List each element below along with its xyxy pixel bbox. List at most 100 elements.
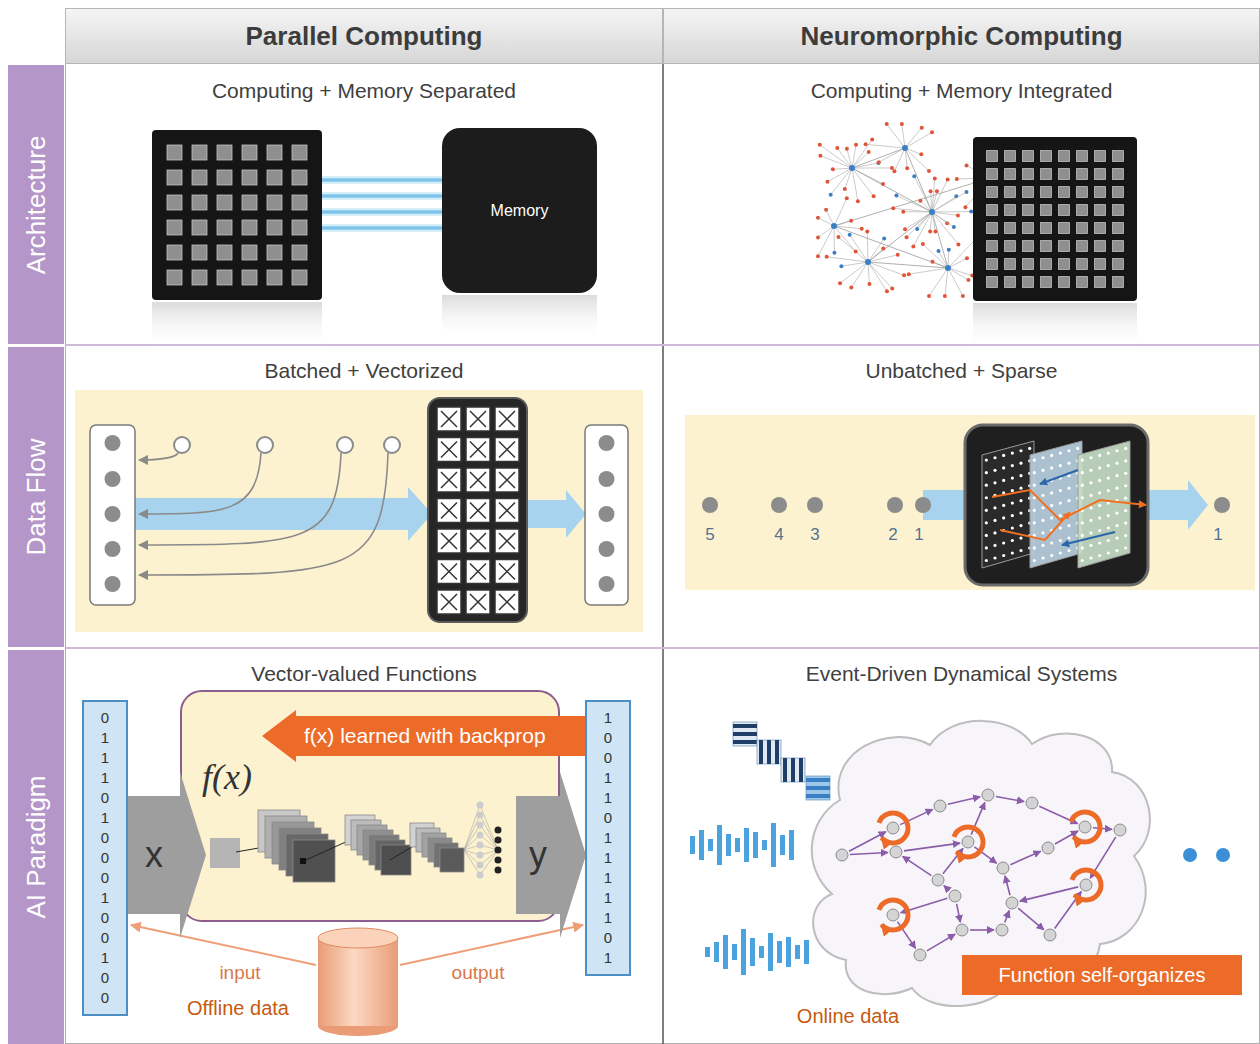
network-dot — [890, 286, 894, 290]
network-dot — [894, 193, 898, 197]
network-spoke — [867, 232, 869, 262]
network-dot — [818, 154, 822, 158]
neuron-dot — [993, 519, 996, 522]
neuron-dot — [1124, 497, 1127, 500]
flow-arrow — [526, 490, 586, 538]
network-spoke — [894, 148, 905, 171]
network-dot — [963, 205, 967, 209]
output-unit — [495, 867, 502, 874]
chip-core — [1041, 205, 1052, 216]
event-sample — [915, 497, 931, 513]
output-unit — [495, 827, 502, 834]
self-loop — [879, 900, 908, 930]
network-spoke — [887, 124, 905, 148]
network-dot — [927, 294, 931, 298]
network-spoke — [905, 132, 932, 148]
neuron-dot — [985, 546, 988, 549]
backprop-arrow-body — [262, 710, 585, 762]
network-spoke — [905, 148, 907, 168]
network-dot — [845, 147, 849, 151]
neuron-dot — [1115, 487, 1118, 490]
chip-core — [1041, 259, 1052, 270]
chip-core — [1023, 259, 1034, 270]
neuron-dot — [1067, 449, 1070, 452]
neuron-dot — [1081, 459, 1084, 462]
network-dot — [854, 250, 858, 254]
network-dot — [927, 169, 931, 173]
flow-arrow — [1140, 480, 1208, 530]
batch-arrow — [139, 453, 341, 545]
audio-waveform — [804, 940, 809, 964]
feature-map — [381, 845, 411, 875]
memory-bus — [322, 194, 444, 198]
neuron-dot — [993, 481, 996, 484]
self-loop — [954, 827, 983, 857]
network-spoke — [905, 212, 932, 229]
network-dot — [870, 137, 874, 141]
binary-digits: 1 0 0 1 1 0 1 1 1 1 1 0 1 — [603, 708, 614, 968]
dense-unit — [477, 832, 484, 839]
database-body — [318, 938, 398, 1026]
network-dot — [890, 166, 894, 170]
multiplier-cross — [441, 533, 457, 549]
chip-core — [1023, 187, 1034, 198]
memory-bus — [322, 210, 444, 214]
neuron-dot — [1089, 456, 1092, 459]
network-spoke — [852, 163, 878, 168]
chip-core — [987, 223, 998, 234]
neuron-dot — [1076, 447, 1079, 450]
vector-element — [599, 506, 615, 522]
neuron-dot — [1067, 462, 1070, 465]
network-spoke — [852, 139, 872, 168]
network-dot — [876, 161, 880, 165]
block-arrow-body — [128, 772, 206, 938]
neuron-dot — [993, 456, 996, 459]
vector-element — [599, 435, 615, 451]
column-title: Neuromorphic Computing — [800, 21, 1122, 52]
chip-core — [1023, 169, 1034, 180]
neuron-dot — [1059, 526, 1062, 529]
neuron-dot — [1019, 449, 1022, 452]
multiplier-cell — [466, 407, 490, 431]
chip-core — [267, 270, 282, 285]
bus-glow — [322, 176, 444, 184]
chip-core — [1095, 169, 1106, 180]
vector-element — [105, 576, 121, 592]
neuron-dot — [993, 531, 996, 534]
network-spoke — [852, 168, 874, 196]
chip-core — [292, 245, 307, 260]
neuron-dot — [993, 556, 996, 559]
network-dot — [955, 177, 959, 181]
neuron-dot — [985, 459, 988, 462]
grating-stripe — [759, 740, 763, 764]
chip-core — [1095, 259, 1106, 270]
chip-core — [192, 195, 207, 210]
multiplier-cross — [499, 533, 515, 549]
arrow-label: output — [449, 962, 508, 984]
chip-core — [1059, 223, 1070, 234]
chip-core — [217, 145, 232, 160]
neuron-dot — [1089, 469, 1092, 472]
feedback-path — [1040, 470, 1078, 484]
neuron-dot — [1011, 501, 1014, 504]
neuron-dot — [985, 484, 988, 487]
row-title: AI Paradigm — [21, 775, 52, 918]
neuron — [1044, 929, 1056, 941]
output-unit — [495, 857, 502, 864]
chip-core — [167, 245, 182, 260]
multiplier-cell — [437, 468, 461, 492]
chip-core — [1005, 205, 1016, 216]
network-spoke — [879, 148, 905, 162]
chip-core — [1041, 277, 1052, 288]
multiplier-cell — [495, 407, 519, 431]
network-link — [905, 148, 932, 212]
network-dot — [891, 206, 895, 210]
sequence-number: 1 — [1213, 525, 1222, 545]
network-hub — [831, 223, 837, 229]
network-dot — [933, 176, 937, 180]
chip-core — [267, 220, 282, 235]
audio-waveform — [789, 830, 794, 860]
neuron-dot — [1002, 516, 1005, 519]
chip-core — [242, 170, 257, 185]
network-dot — [856, 199, 860, 203]
